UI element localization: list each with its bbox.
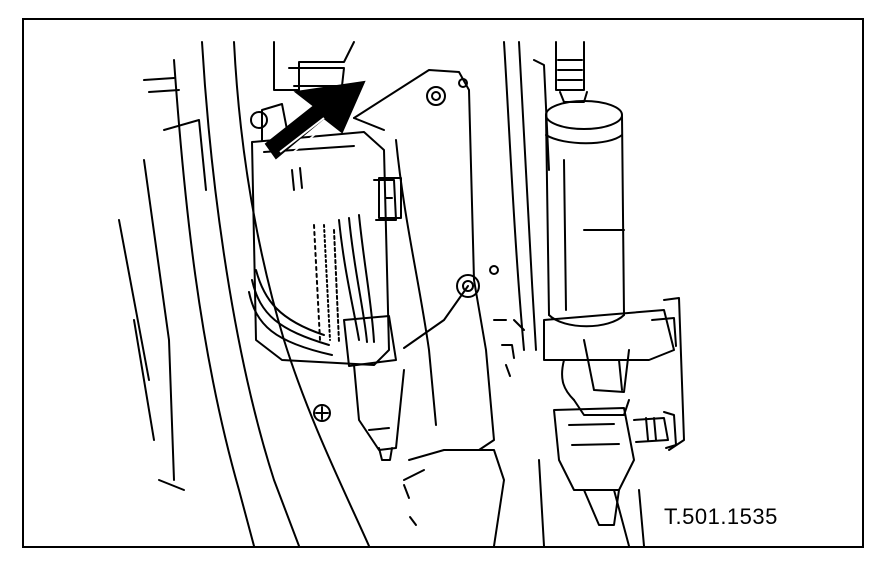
left-panel: [118, 41, 370, 546]
right-frame: [493, 297, 685, 546]
wiring-harness: [248, 214, 405, 461]
lower-housing: [403, 344, 515, 546]
center-pillar: [503, 41, 550, 351]
mounting-plate: [273, 41, 495, 451]
line-drawing: [118, 41, 685, 546]
indicator-arrow-icon: [264, 80, 366, 160]
lower-connector: [553, 407, 677, 546]
control-module: [251, 103, 402, 366]
figure-reference-code: T.501.1535: [664, 504, 778, 529]
clamp-fittings: [543, 309, 677, 416]
plate-bolts: [403, 78, 499, 349]
left-screws: [250, 111, 331, 422]
figure-frame: T.501.1535: [22, 18, 864, 548]
actuator-cylinder: [545, 41, 625, 328]
